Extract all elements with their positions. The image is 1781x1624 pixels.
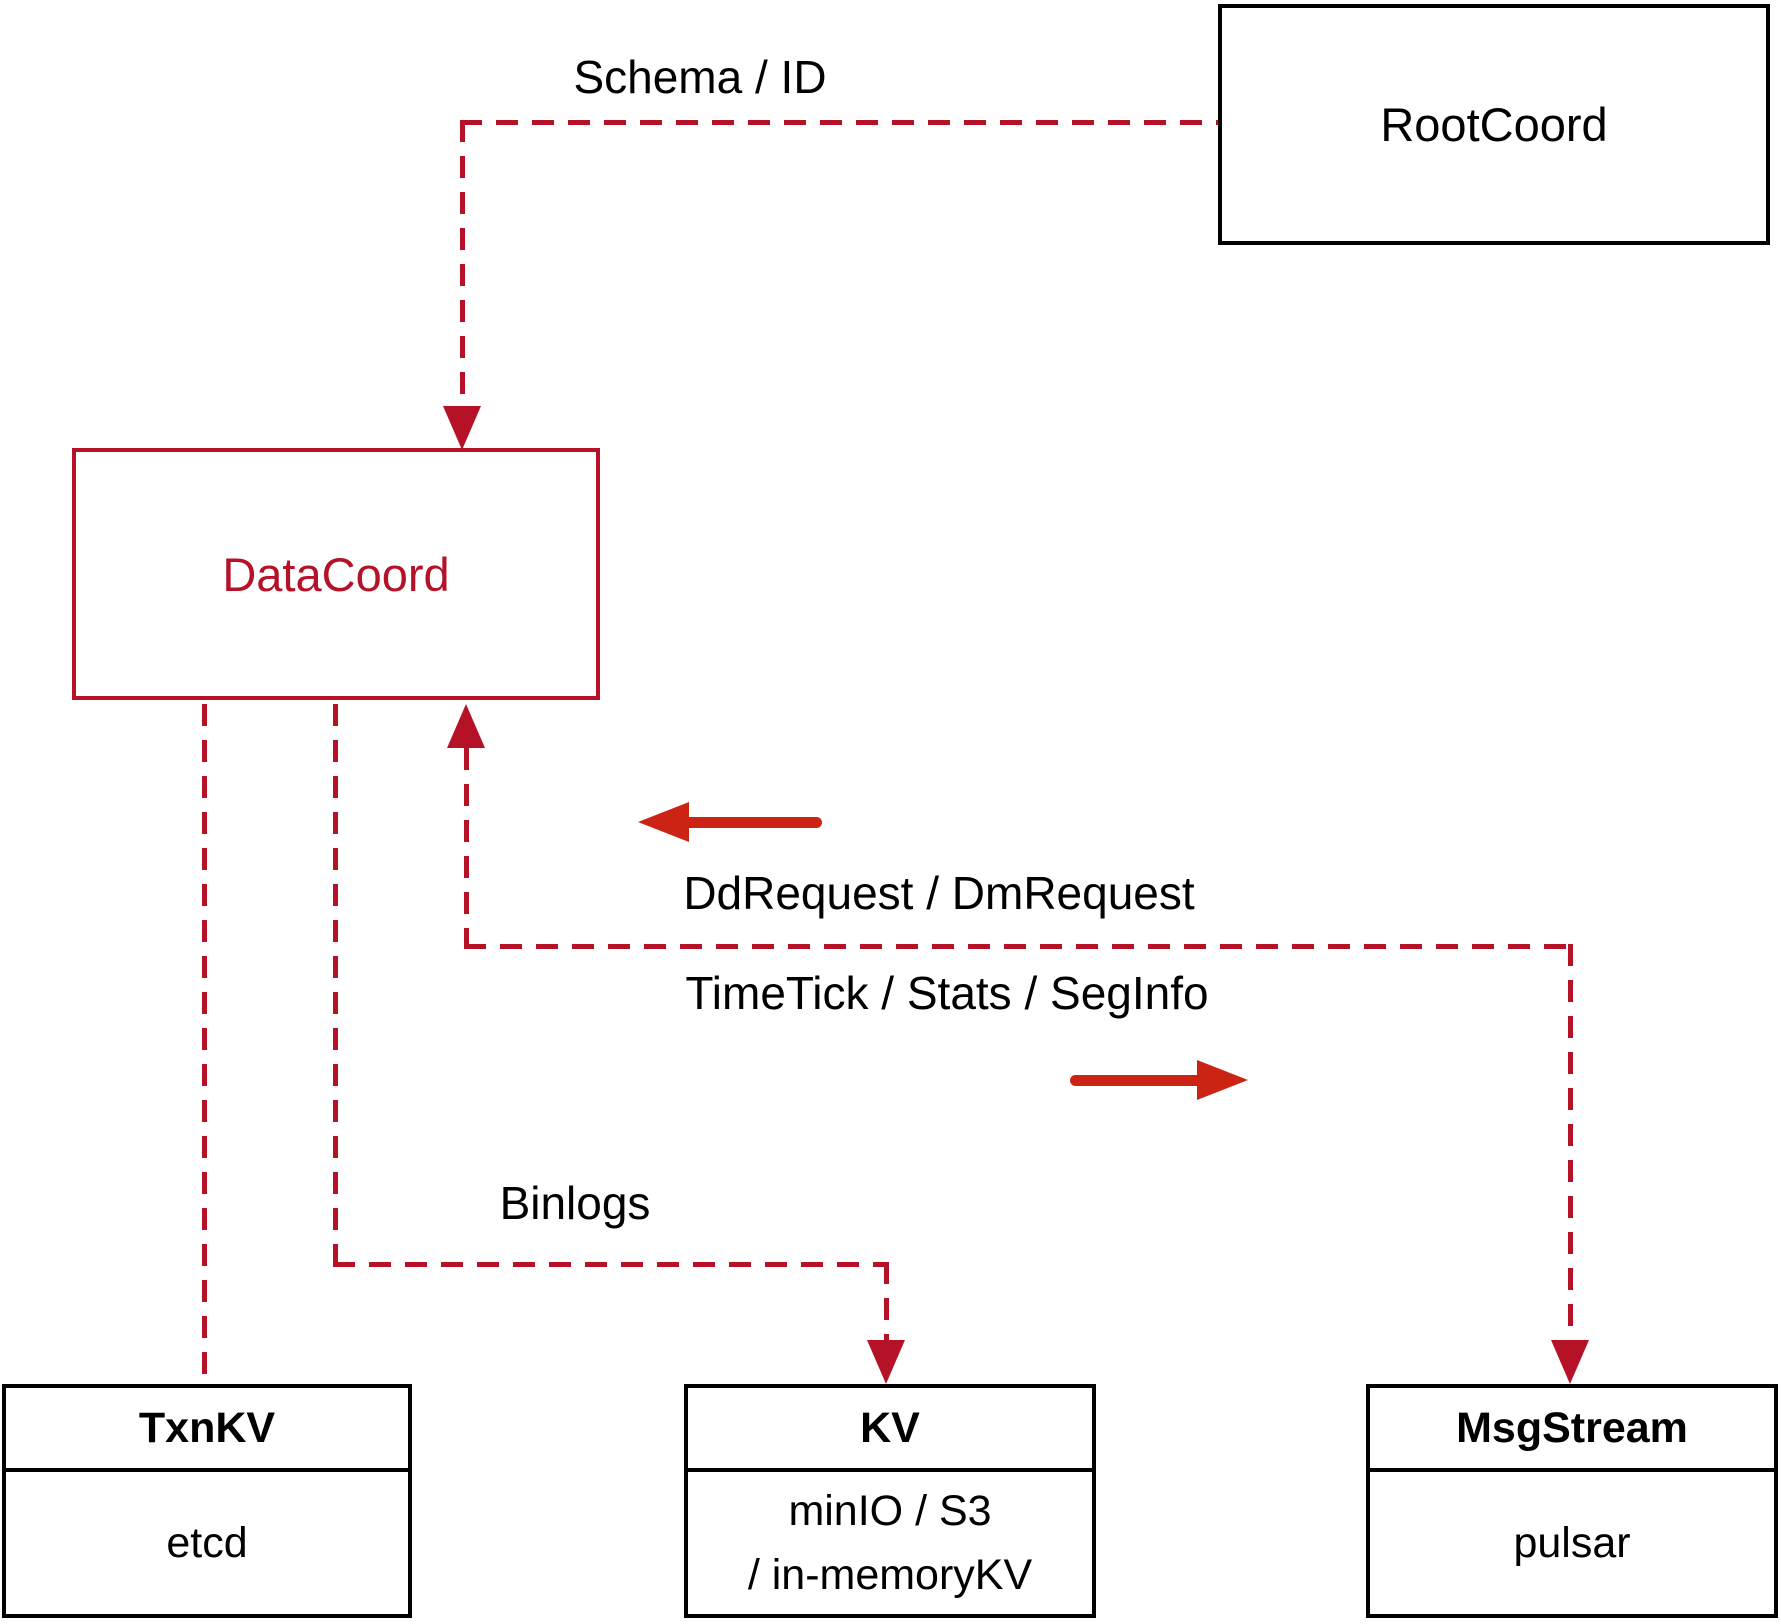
node-datacoord: DataCoord [72, 448, 600, 700]
edge-txnkv-vline [202, 704, 207, 1384]
direction-arrow-left-icon [638, 802, 689, 842]
edge-msgstream-arrowhead-up [447, 704, 485, 748]
direction-arrow-right-shaft [1070, 1075, 1206, 1086]
node-kv: KV minIO / S3 / in-memoryKV [684, 1384, 1096, 1618]
node-rootcoord-label: RootCoord [1380, 98, 1608, 151]
edge-label-ddrequest-dmrequest: DdRequest / DmRequest [683, 867, 1195, 919]
direction-arrow-left-shaft [680, 817, 822, 828]
node-kv-body-line2: / in-memoryKV [747, 1551, 1033, 1599]
edge-msgstream-arrowhead-down [1551, 1340, 1589, 1384]
edge-label-timetick-stats-seginfo: TimeTick / Stats / SegInfo [685, 967, 1209, 1019]
node-txnkv-body: etcd [166, 1519, 248, 1567]
edge-binlogs-vline-right [884, 1262, 889, 1340]
node-kv-title: KV [688, 1388, 1092, 1472]
edge-binlogs-arrowhead-down [867, 1340, 905, 1384]
node-kv-body: minIO / S3 / in-memoryKV [688, 1472, 1092, 1614]
edge-msgstream-hline [464, 944, 1572, 949]
edge-schema-id-vline [460, 120, 465, 406]
node-txnkv: TxnKV etcd [2, 1384, 412, 1618]
node-msgstream: MsgStream pulsar [1366, 1384, 1778, 1618]
edge-schema-id-arrowhead-down [443, 406, 481, 450]
node-txnkv-title: TxnKV [6, 1388, 408, 1472]
node-kv-body-line1: minIO / S3 [788, 1487, 992, 1535]
edge-msgstream-vline-left [464, 748, 469, 944]
node-rootcoord: RootCoord [1218, 4, 1770, 245]
node-msgstream-title: MsgStream [1370, 1388, 1774, 1472]
direction-arrow-right-icon [1197, 1060, 1248, 1100]
edge-schema-id-hline [460, 120, 1220, 125]
edge-label-binlogs: Binlogs [499, 1177, 651, 1229]
edge-binlogs-hline [333, 1262, 886, 1267]
edge-label-schema-id: Schema / ID [573, 51, 827, 103]
node-datacoord-label: DataCoord [222, 547, 450, 601]
node-msgstream-body: pulsar [1513, 1519, 1631, 1567]
edge-binlogs-vline-left [333, 704, 338, 1262]
edge-msgstream-vline-right [1568, 944, 1573, 1340]
